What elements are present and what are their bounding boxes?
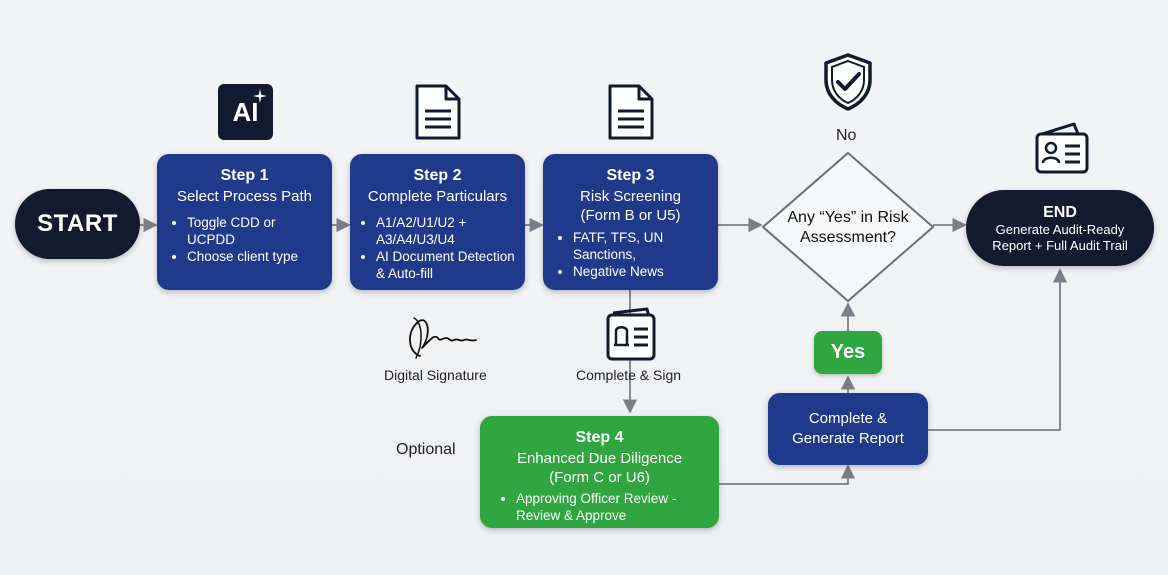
step2-bullet: A1/A2/U1/U2 + A3/A4/U3/U4 bbox=[376, 214, 517, 248]
step4-title: Step 4 bbox=[575, 429, 624, 446]
document-icon bbox=[608, 84, 654, 140]
start-label: START bbox=[37, 210, 118, 237]
step4-bullet: Approving Officer Review - Review & Appr… bbox=[516, 490, 697, 524]
decision-diamond bbox=[761, 151, 935, 303]
step2-subtitle: Complete Particulars bbox=[367, 188, 508, 205]
step2-bullets: A1/A2/U1/U2 + A3/A4/U3/U4 AI Document De… bbox=[358, 214, 517, 282]
connector-report-end bbox=[928, 268, 1068, 431]
ai-icon: AI bbox=[218, 84, 273, 140]
end-node: END Generate Audit-Ready Report + Full A… bbox=[966, 190, 1154, 266]
step4-bullets: Approving Officer Review - Review & Appr… bbox=[488, 490, 711, 524]
step3-bullet: Negative News bbox=[573, 263, 710, 280]
no-label: No bbox=[836, 127, 857, 144]
step2-box: Step 2 Complete Particulars A1/A2/U1/U2 … bbox=[350, 154, 525, 290]
id-card-icon bbox=[1035, 122, 1089, 174]
step1-box: Step 1 Select Process Path Toggle CDD or… bbox=[157, 154, 332, 290]
step1-subtitle: Select Process Path bbox=[176, 188, 313, 205]
step1-bullet: Choose client type bbox=[187, 248, 324, 265]
step3-bullet: FATF, TFS, UN Sanctions, bbox=[573, 229, 710, 263]
signature-scribble bbox=[409, 317, 477, 359]
step2-title: Step 2 bbox=[413, 167, 462, 184]
step2-bullet: AI Document Detection & Auto-fill bbox=[376, 248, 517, 282]
start-node: START bbox=[15, 189, 140, 259]
step3-subtitle: Risk Screening (Form B or U5) bbox=[580, 188, 681, 224]
connector-step4-report bbox=[719, 464, 856, 485]
sparkle-icon bbox=[253, 89, 267, 103]
step3-box: Step 3 Risk Screening (Form B or U5) FAT… bbox=[543, 154, 718, 290]
optional-label: Optional bbox=[396, 441, 456, 458]
complete-sign-label: Complete & Sign bbox=[576, 367, 682, 383]
step4-subtitle: Enhanced Due Diligence (Form C or U6) bbox=[516, 450, 683, 486]
digital-signature-label: Digital Signature bbox=[384, 367, 487, 383]
document-icon bbox=[415, 84, 461, 140]
end-title: END bbox=[1043, 203, 1077, 221]
step1-bullets: Toggle CDD or UCPDD Choose client type bbox=[165, 214, 324, 265]
report-text: Complete & Generate Report bbox=[792, 410, 904, 447]
report-box: Complete & Generate Report bbox=[768, 393, 928, 465]
step1-bullet: Toggle CDD or UCPDD bbox=[187, 214, 324, 248]
yes-label: Yes bbox=[830, 341, 866, 363]
yes-badge: Yes bbox=[814, 331, 882, 374]
sign-document-icon bbox=[606, 307, 656, 361]
ai-icon-text: AI bbox=[232, 96, 259, 127]
step1-title: Step 1 bbox=[220, 167, 269, 184]
shield-check-icon bbox=[824, 53, 872, 111]
step3-bullets: FATF, TFS, UN Sanctions, Negative News bbox=[551, 229, 710, 280]
end-text: Generate Audit-Ready Report + Full Audit… bbox=[992, 221, 1128, 253]
step4-box: Step 4 Enhanced Due Diligence (Form C or… bbox=[480, 416, 719, 528]
decision-text: Any “Yes” in Risk Assessment? bbox=[787, 209, 909, 246]
step3-title: Step 3 bbox=[606, 167, 655, 184]
